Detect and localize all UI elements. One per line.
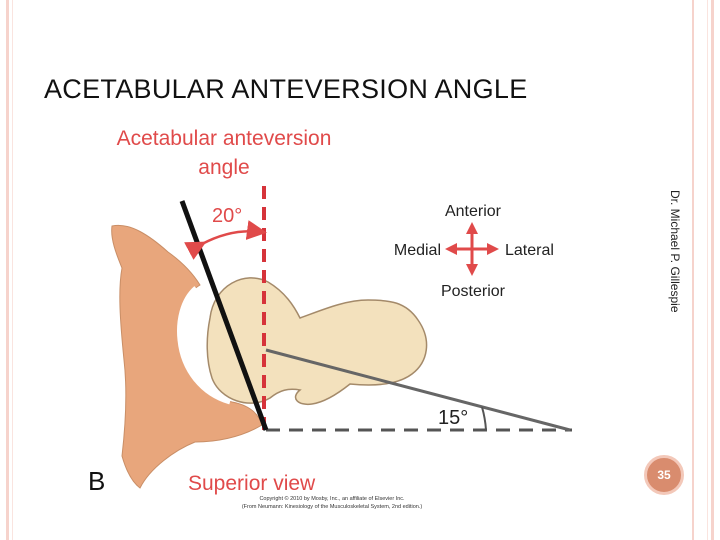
orientation-compass [445,222,499,276]
compass-anterior-label: Anterior [445,203,502,220]
slide-frame-left-inner [12,0,13,540]
side-credit: Dr. Michael P. Gillespie [668,190,682,313]
compass-medial-label: Medial [394,242,441,259]
slide-frame-right-inner [692,0,694,540]
copyright-line2: (From Neumann: Kinesiology of the Muscul… [242,504,423,510]
slide-frame-right-mid [707,0,708,540]
figure-heading-line1: Acetabular anteversion [117,127,332,150]
anteversion-angle-label: 20° [212,205,242,227]
femoral-neck-axis [265,348,571,432]
anteversion-angle-arc [184,220,267,260]
slide-frame-right [711,0,714,540]
page-number-badge: 35 [644,455,684,495]
figure-heading-line2: angle [198,156,249,179]
pelvis-shape [111,224,263,489]
acetabular-rim [177,286,231,405]
view-label: Superior view [188,472,316,495]
femoral-angle-arc [481,406,487,431]
compass-lateral-label: Lateral [505,242,554,259]
panel-letter: B [88,466,105,496]
slide-title: ACETABULAR ANTEVERSION ANGLE [44,74,528,104]
femoral-angle-label: 15° [438,407,468,429]
compass-posterior-label: Posterior [441,283,506,300]
femur-shape [206,277,428,406]
slide-frame-left [6,0,9,540]
copyright-line1: Copyright © 2010 by Mosby, Inc., an affi… [259,495,405,502]
